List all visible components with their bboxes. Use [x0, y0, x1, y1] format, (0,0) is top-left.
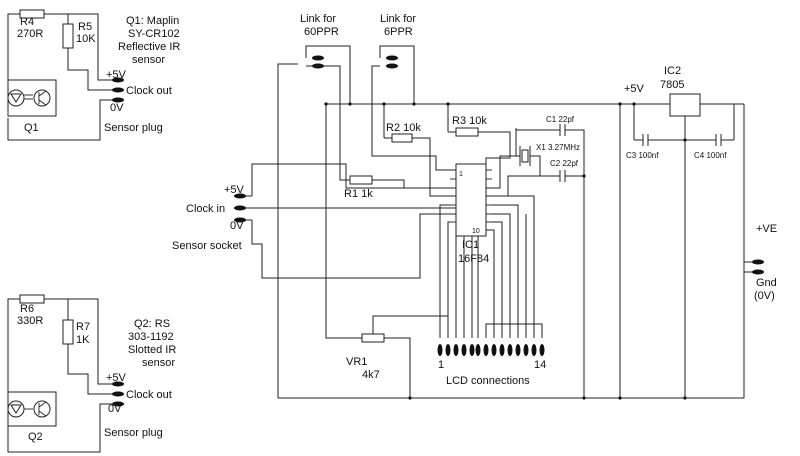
resistor-r2 [391, 133, 413, 143]
q2-title-line1: Q2: RS [134, 318, 170, 330]
ic1-part: 16F84 [458, 253, 489, 265]
crystal-x1 [521, 149, 529, 163]
supply-plus5v-label: +5V [624, 83, 645, 95]
diode-icon [10, 404, 22, 414]
lcd-pin-last-label: 14 [534, 359, 546, 371]
q1-title-line3: Reflective IR [118, 41, 180, 53]
q2-title-line3: Slotted IR [128, 344, 176, 356]
link-60ppr-label-line2: 60PPR [304, 26, 339, 38]
resistor-r6 [19, 294, 45, 304]
r2-label: R2 10k [386, 122, 421, 134]
r7-ref: R7 [76, 321, 90, 333]
resistor-r1 [349, 175, 373, 185]
ic1-pin1-label: 1 [459, 171, 463, 178]
main-board-circuit: Link for 60PPR Link for 6PPR +5V Clock i… [172, 13, 777, 400]
regulator-ic2 [669, 93, 701, 117]
microcontroller-ic1 [455, 163, 487, 237]
r6-ref: R6 [20, 303, 34, 315]
link-6ppr-label-line2: 6PPR [384, 26, 413, 38]
r5-value: 10K [76, 33, 96, 45]
socket-0v-label: 0V [230, 220, 244, 232]
lcd-pin-first-label: 1 [438, 359, 444, 371]
link-60ppr-label-line1: Link for [300, 13, 336, 25]
sensor-socket-label: Sensor socket [172, 240, 242, 252]
q2-title-line4: sensor [142, 357, 175, 369]
c2-label: C2 22pf [550, 159, 579, 168]
c1-label: C1 22pf [546, 115, 575, 124]
phototransistor-icon [33, 89, 51, 107]
potentiometer-vr1 [361, 333, 385, 343]
lcd-data-bus [439, 195, 535, 338]
r1-label: R1 1k [344, 188, 373, 200]
q2-pin-0v: 0V [108, 403, 122, 415]
lcd-connector-pins [437, 344, 545, 356]
q2-sensor-plug-label: Sensor plug [104, 427, 163, 439]
sensor-2-circuit: R6 330R R7 1K Q2: RS 303-1192 Slotted IR… [7, 294, 176, 453]
ic1-pin10-label: 10 [472, 228, 480, 235]
c3-label: C3 100nf [626, 151, 659, 160]
q1-sensor-plug-label: Sensor plug [104, 122, 163, 134]
vr1-value: 4k7 [362, 369, 380, 381]
q1-title-line1: Q1: Maplin [126, 15, 179, 27]
resistor-r3 [455, 127, 479, 137]
gnd-label-line2: (0V) [754, 290, 775, 302]
r4-value: 270R [17, 28, 43, 40]
q2-pin-clock-out: Clock out [126, 389, 172, 401]
diode-icon [10, 93, 22, 103]
gnd-label-line1: Gnd [756, 277, 777, 289]
q2-pin-plus5v: +5V [106, 372, 127, 384]
sensor-plug-pins [112, 77, 124, 103]
ic2-part: 7805 [660, 79, 684, 91]
resistor-r7 [62, 319, 74, 345]
sensor-plug-pins [112, 381, 124, 407]
q1-title-line2: SY-CR102 [128, 28, 180, 40]
x1-label: X1 3.27MHz [536, 143, 580, 152]
q1-pin-0v: 0V [110, 102, 124, 114]
phototransistor-icon [33, 400, 51, 418]
lcd-connections-label: LCD connections [446, 375, 530, 387]
ic1-pins [450, 169, 492, 223]
link-6ppr-label-line1: Link for [380, 13, 416, 25]
q2-title-line2: 303-1192 [128, 331, 174, 343]
r3-label: R3 10k [452, 115, 487, 127]
sensor-1-circuit: R4 270R R5 10K Q1: Maplin SY-CR102 Refle… [7, 9, 180, 141]
plus-ve-label: +VE [756, 223, 777, 235]
r6-value: 330R [17, 315, 43, 327]
q1-pin-plus5v: +5V [106, 69, 127, 81]
socket-clock-in-label: Clock in [186, 203, 225, 215]
resistor-r5 [62, 23, 74, 49]
q1-title-line4: sensor [132, 54, 165, 66]
vr1-ref: VR1 [346, 356, 367, 368]
r7-value: 1K [76, 334, 90, 346]
r5-ref: R5 [78, 21, 92, 33]
c4-label: C4 100nf [694, 151, 727, 160]
q1-pin-clock-out: Clock out [126, 85, 172, 97]
ic2-ref: IC2 [664, 65, 681, 77]
link-6ppr [371, 45, 456, 171]
link-60ppr [305, 45, 351, 181]
sensor-socket-pins [234, 193, 246, 223]
ic1-ref: IC1 [462, 239, 479, 251]
q1-ref: Q1 [24, 122, 39, 134]
r4-ref: R4 [20, 16, 34, 28]
power-output-pins [752, 259, 764, 275]
wire-junctions [324, 102, 687, 400]
socket-plus5v-label: +5V [224, 184, 245, 196]
q2-ref: Q2 [28, 431, 43, 443]
